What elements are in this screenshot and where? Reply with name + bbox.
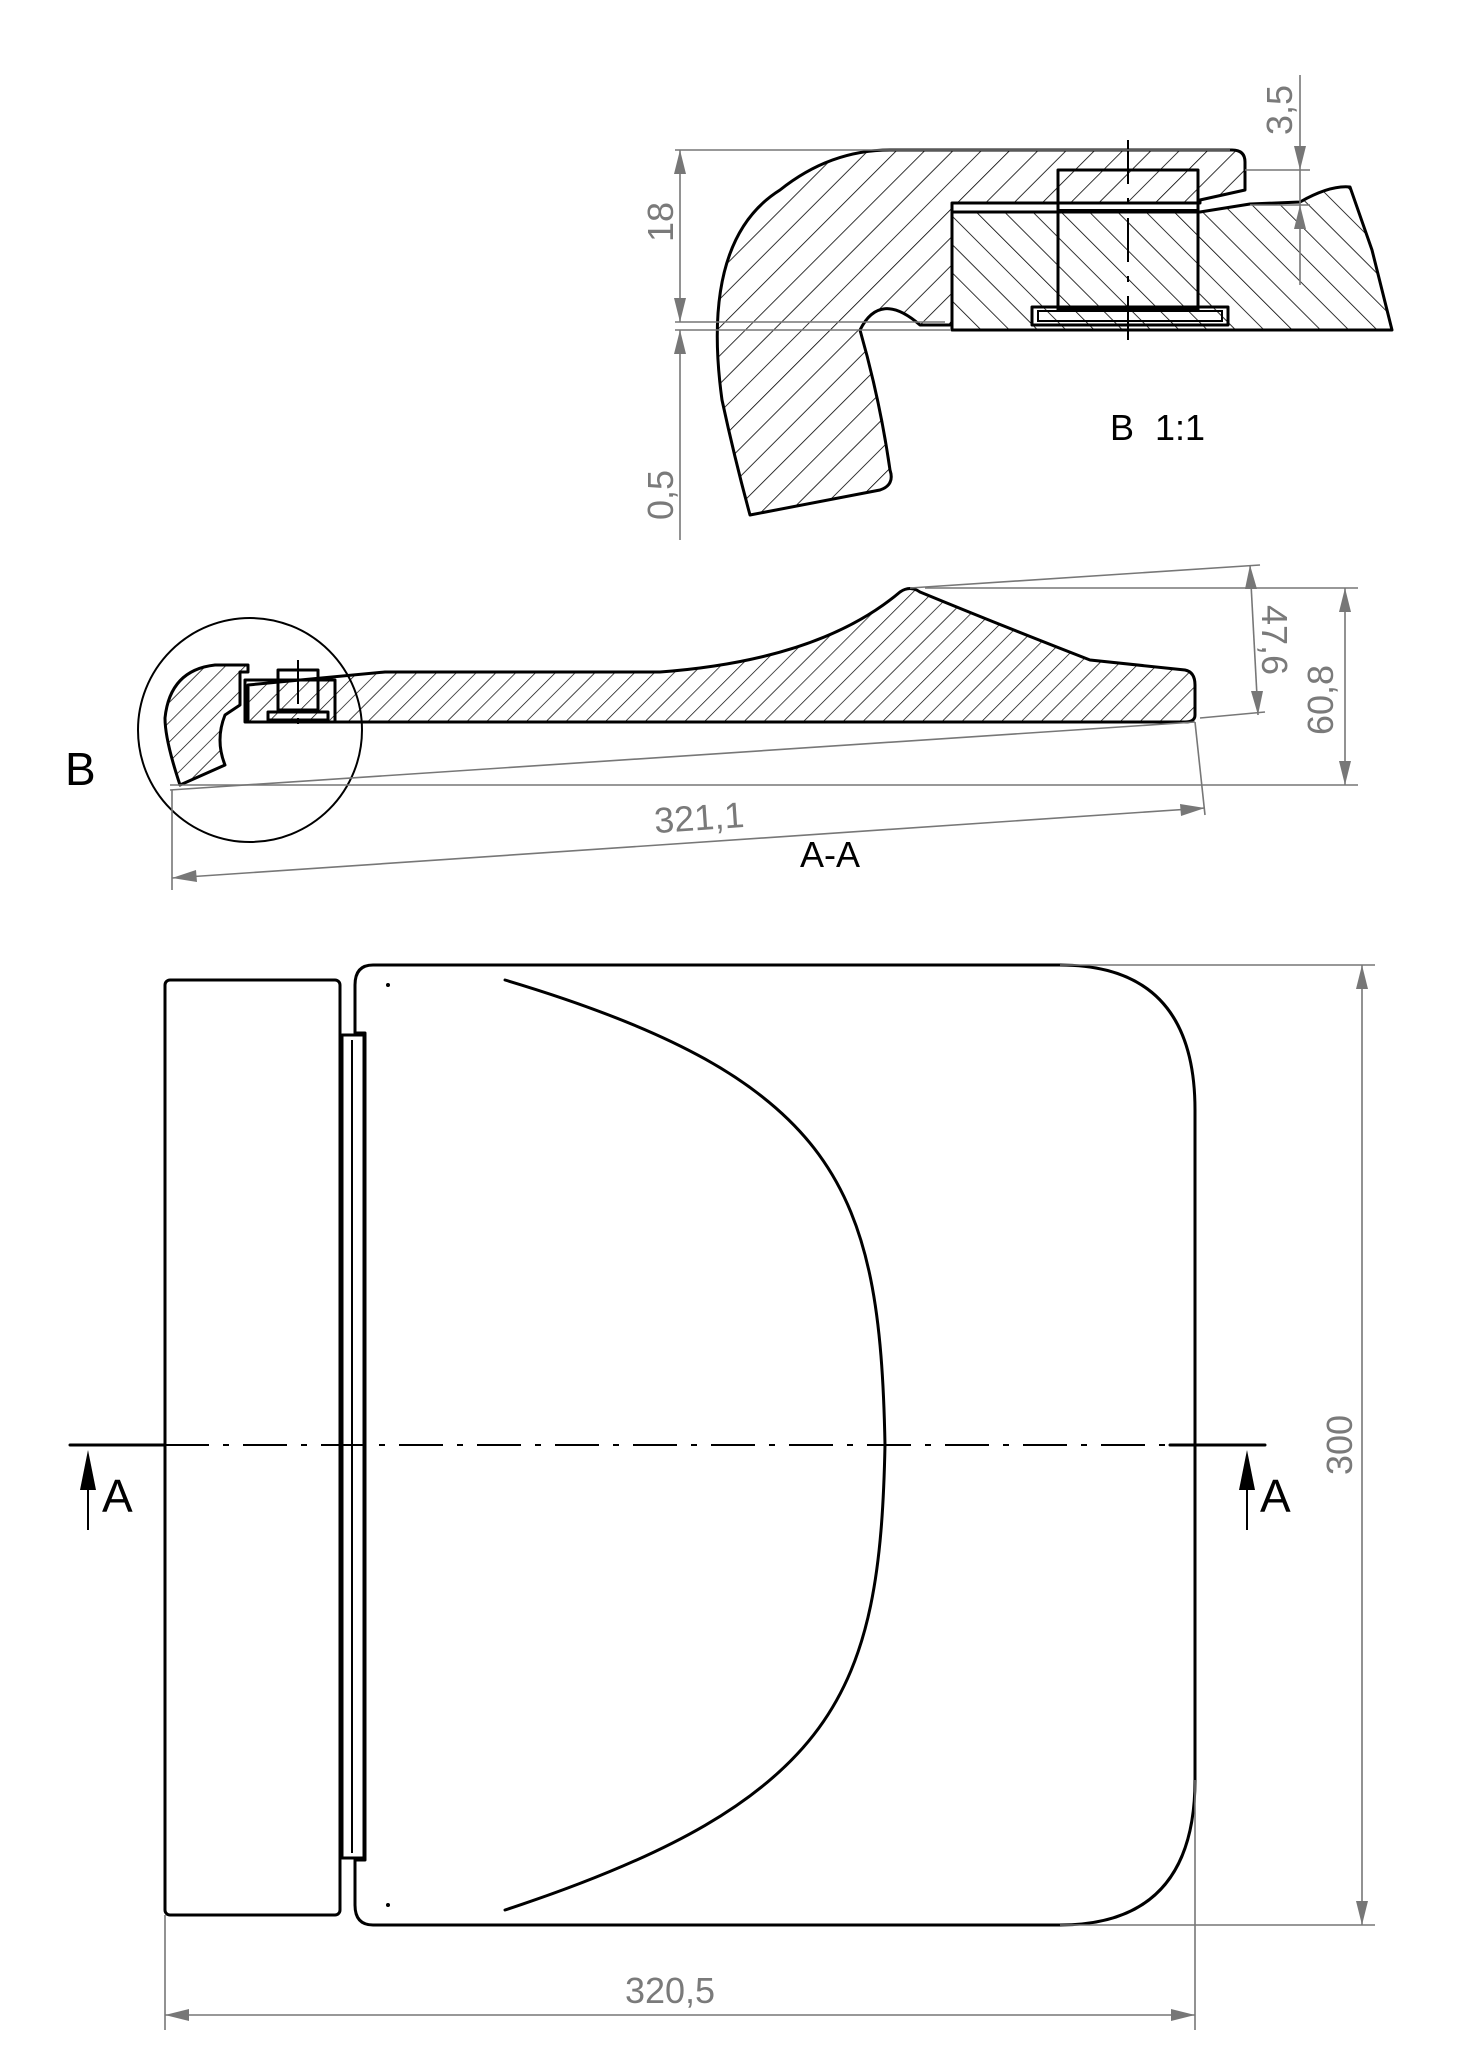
- dim-18-arrow-bottom: [674, 298, 686, 322]
- dim-35-label: 3,5: [1259, 85, 1300, 135]
- section-a-a-title: A-A: [800, 834, 860, 875]
- dim-476-line: [1249, 564, 1259, 716]
- dim-476-arrow-bottom: [1251, 691, 1263, 715]
- dim-476-arrow-top: [1245, 565, 1257, 589]
- dim-608-arrow-bottom: [1339, 761, 1351, 785]
- detail-b-hinge-block: [950, 185, 1394, 332]
- dim-3211-label: 321,1: [653, 794, 746, 841]
- detail-b-callout-label: B: [65, 743, 96, 795]
- detail-b-title: B: [1110, 407, 1134, 448]
- detail-b-scale: 1:1: [1155, 407, 1205, 448]
- plan-hinge-bar: [163, 978, 342, 1917]
- section-seat-profile: [246, 587, 1197, 724]
- dim-3205-arrow-right: [1171, 2009, 1195, 2021]
- dim-18-arrow-top: [674, 150, 686, 174]
- dim-608-arrow-top: [1339, 588, 1351, 612]
- section-mark-left-label: A: [102, 1470, 133, 1522]
- section-a-a-view: B 321,1 47,6 60,8 A-A: [65, 564, 1358, 890]
- section-mark-right-label: A: [1260, 1470, 1291, 1522]
- dim-3211-ext-right: [1194, 721, 1206, 816]
- dim-35-arrow-top: [1294, 146, 1306, 170]
- dim-3211-line: [171, 807, 1206, 879]
- dim-3211-arrow-right: [1180, 804, 1205, 816]
- dim-35-arrow-bottom: [1294, 205, 1306, 229]
- plan-view: A A 300 320,5: [68, 963, 1375, 2030]
- dim-05-arrow: [674, 330, 686, 354]
- plan-corner-dot-top: [386, 983, 390, 987]
- dim-476-label: 47,6: [1254, 605, 1295, 675]
- dim-18-label: 18: [640, 202, 681, 242]
- dim-05-label: 0,5: [640, 470, 681, 520]
- section-front-hook: [163, 663, 250, 787]
- section-arrow-right-head: [1239, 1450, 1255, 1490]
- detail-b-washer-inner: [1037, 310, 1223, 322]
- detail-b-seat-section: [715, 148, 1247, 517]
- detail-b-view: 18 0,5 3,5 B 1:1: [640, 75, 1394, 540]
- dim-300-label: 300: [1319, 1415, 1360, 1475]
- dim-3205-arrow-left: [165, 2009, 189, 2021]
- plan-corner-dot-bottom: [386, 1903, 390, 1907]
- section-arrow-left-head: [80, 1450, 96, 1490]
- dim-608-label: 60,8: [1300, 665, 1341, 735]
- dim-476-ext-top: [909, 564, 1261, 589]
- detail-b-callout-circle: [137, 617, 363, 843]
- dim-476-ext-bottom: [1199, 711, 1266, 719]
- dim-3205-label: 320,5: [625, 1970, 715, 2011]
- dim-3211-ext-ref: [169, 721, 1196, 791]
- section-hinge-block: [243, 678, 337, 724]
- detail-b-washer: [1030, 305, 1230, 327]
- plan-seat-outline: [353, 963, 1197, 1927]
- dim-300-arrow-top: [1356, 965, 1368, 989]
- dim-300-arrow-bottom: [1356, 1901, 1368, 1925]
- dim-3211-arrow-left: [172, 870, 197, 882]
